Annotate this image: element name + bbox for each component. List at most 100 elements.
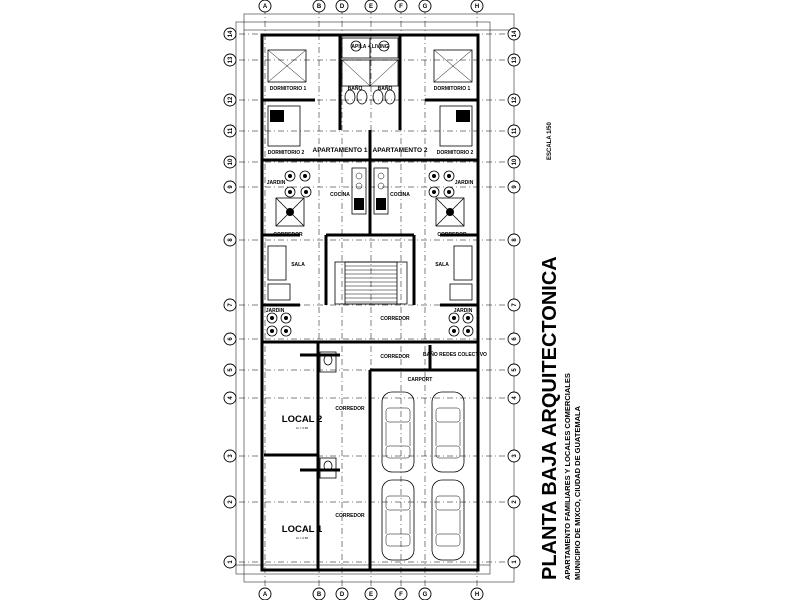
label-sala-2: SALA <box>435 262 449 268</box>
grid-column-bubble-bottom: A <box>258 587 272 600</box>
grid-column-bubble-bottom: F <box>394 587 408 600</box>
label-dormitorio-2-right: DORMITORIO 2 <box>437 150 474 156</box>
plant-icon <box>462 312 474 324</box>
grid-column-bubble-bottom: B <box>312 587 326 600</box>
grid-row-bubble-left: 13 <box>223 53 237 67</box>
plan-location: MUNICIPIO DE MIXCO, CIUDAD DE GUATEMALA <box>573 405 582 580</box>
sofas <box>267 245 473 301</box>
grid-column-bubble-bottom: E <box>364 587 378 600</box>
svg-text:9: 9 <box>228 185 234 189</box>
grid-row-bubble-left: 8 <box>223 233 237 247</box>
svg-text:11: 11 <box>512 127 518 134</box>
grid-row-bubble-left: 3 <box>223 449 237 463</box>
bathroom-fixtures <box>341 37 399 105</box>
svg-text:D: D <box>340 4 345 10</box>
grid-row-bubble-right: 11 <box>507 124 521 138</box>
svg-text:14: 14 <box>512 30 518 37</box>
grid-row-bubble-right: 10 <box>507 155 521 169</box>
plant-icon <box>443 186 455 198</box>
grid-column-bubble-bottom: D <box>335 587 349 600</box>
grid-column-bubble-top: H <box>470 0 484 13</box>
label-jardin-1: JARDIN <box>267 180 286 186</box>
svg-text:8: 8 <box>228 238 234 242</box>
grid-row-bubble-right: 7 <box>507 298 521 312</box>
svg-text:5: 5 <box>228 368 234 372</box>
svg-text:4: 4 <box>228 396 234 400</box>
svg-text:H: H <box>475 4 479 10</box>
label-dormitorio-1-right: DORMITORIO 1 <box>434 86 471 92</box>
svg-text:7: 7 <box>512 303 518 307</box>
grid-row-bubble-right: 6 <box>507 332 521 346</box>
svg-text:8: 8 <box>512 238 518 242</box>
tree-icon <box>435 197 465 227</box>
svg-text:A: A <box>263 592 268 598</box>
svg-text:13: 13 <box>512 56 518 63</box>
grid-row-bubble-left: 11 <box>223 124 237 138</box>
area-local-1: Ar = 3.50 <box>296 536 309 540</box>
grid-row-bubble-left: 5 <box>223 363 237 377</box>
plant-icon <box>284 170 296 182</box>
plant-icon <box>280 325 292 337</box>
label-jardin-2: JARDIN <box>455 180 474 186</box>
svg-text:3: 3 <box>228 454 234 458</box>
svg-text:12: 12 <box>512 96 518 103</box>
grid-column-bubble-top: D <box>335 0 349 13</box>
label-local-2: LOCAL 2 <box>282 414 322 425</box>
title-block: PLANTA BAJA ARQUITECTONICA APARTAMENTO F… <box>539 256 582 580</box>
svg-text:F: F <box>399 4 403 10</box>
grid-column-bubble-top: B <box>312 0 326 13</box>
svg-text:11: 11 <box>228 127 234 134</box>
car-icon <box>381 391 415 473</box>
svg-text:10: 10 <box>512 158 518 165</box>
svg-text:B: B <box>317 592 322 598</box>
plant-icon <box>428 186 440 198</box>
car-icon <box>431 391 465 473</box>
label-lavanderia: APILA + LIVING <box>351 44 388 50</box>
plant-icon <box>284 186 296 198</box>
svg-text:E: E <box>369 4 373 10</box>
label-dormitorio-2-left: DORMITORIO 2 <box>268 150 305 156</box>
car-icon <box>381 479 415 561</box>
label-carport: CARPORT <box>408 377 433 383</box>
svg-text:2: 2 <box>512 500 518 504</box>
grid-row-bubble-right: 12 <box>507 93 521 107</box>
grid-row-bubble-left: 12 <box>223 93 237 107</box>
label-jardin-3: JARDIN <box>266 308 285 314</box>
grid-column-bubble-top: F <box>394 0 408 13</box>
grid-row-bubble-right: 9 <box>507 180 521 194</box>
plan-title: PLANTA BAJA ARQUITECTONICA <box>539 256 561 580</box>
svg-text:14: 14 <box>228 30 234 37</box>
plant-icon <box>448 325 460 337</box>
label-jardin-4: JARDIN <box>454 308 473 314</box>
scale-label: ESCALA 1/50 <box>547 122 553 160</box>
grid-column-bubble-bottom: G <box>418 587 432 600</box>
label-cocina-2: COCINA <box>390 192 410 198</box>
label-local-1: LOCAL 1 <box>282 524 323 535</box>
grid-row-bubble-left: 9 <box>223 180 237 194</box>
plant-icon <box>448 312 460 324</box>
plant-icon <box>299 170 311 182</box>
svg-text:10: 10 <box>228 158 234 165</box>
svg-text:A: A <box>263 4 268 10</box>
plant-icon <box>266 325 278 337</box>
label-corredor-lobby: CORREDOR <box>380 354 410 360</box>
label-sala-1: SALA <box>291 262 305 268</box>
svg-text:6: 6 <box>512 337 518 341</box>
grid-row-bubble-right: 14 <box>507 27 521 41</box>
grid-row-bubble-left: 10 <box>223 155 237 169</box>
building-walls <box>260 33 480 572</box>
grid-row-bubble-left: 1 <box>223 555 237 569</box>
svg-text:7: 7 <box>228 303 234 307</box>
locale-toilets <box>319 351 337 479</box>
kitchens <box>351 167 389 215</box>
svg-text:1: 1 <box>512 560 518 564</box>
plant-icon <box>300 186 312 198</box>
plan-subtitle: APARTAMENTO FAMILIARES Y LOCALES COMERCI… <box>563 373 572 580</box>
grid-column-bubble-top: E <box>364 0 378 13</box>
parked-cars <box>381 391 465 561</box>
grid-column-bubble-top: G <box>418 0 432 13</box>
grid-row-bubble-right: 13 <box>507 53 521 67</box>
plant-icon <box>443 170 455 182</box>
grid-row-bubble-right: 8 <box>507 233 521 247</box>
